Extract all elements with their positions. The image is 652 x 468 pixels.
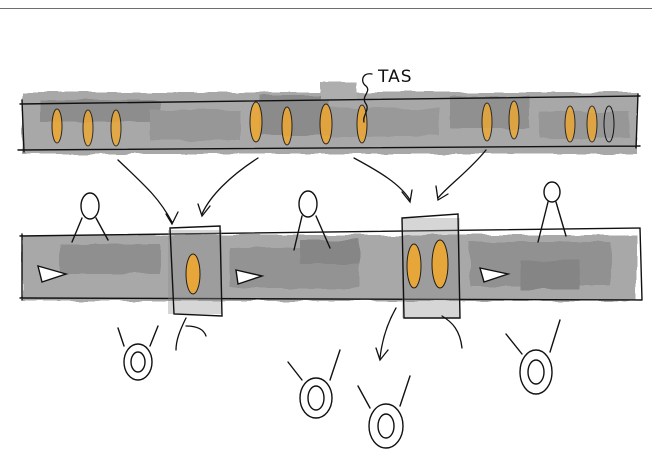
eye-viewer-icon [358, 376, 410, 448]
top-video-strip [18, 82, 640, 154]
highlight-segment-right [402, 214, 460, 318]
eye-viewer-icon [288, 350, 340, 418]
middle-video-strip [20, 214, 642, 318]
highlight-segment-left [168, 226, 222, 316]
eye-viewer-icon [506, 320, 560, 394]
eye-viewer-icon [118, 326, 158, 380]
tas-label: TAS [377, 67, 413, 87]
person-stick-icon [538, 182, 566, 242]
